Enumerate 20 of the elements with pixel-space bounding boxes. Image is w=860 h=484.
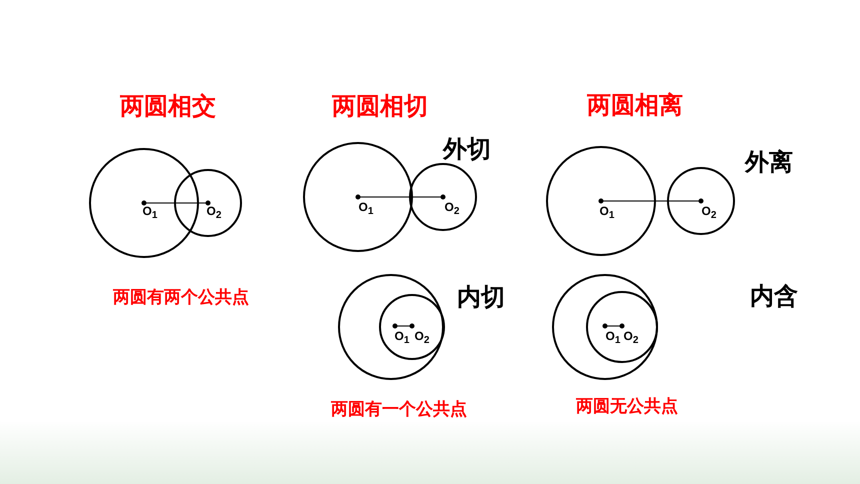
relation-label: 内切 [457,284,505,312]
note-text: 两圆无公共点 [576,398,678,416]
center-label: O$_{2}$ [444,200,460,218]
relation-label: 外离 [745,150,793,176]
center-label: O$_{2}$ [702,204,716,222]
center-label: O$_{1}$ [142,204,158,222]
heading: 两圆相离 [587,92,683,120]
relation-label: 外切 [443,136,491,164]
relation-label: 内含 [750,284,798,310]
center-label: O$_{1}$ [394,330,410,346]
center-label: O$_{2}$ [414,330,430,346]
center-label: O$_{1}$ [600,204,614,222]
center-label: O$_{1}$ [606,330,620,346]
note-text: 两圆有两个公共点 [113,288,249,308]
center-label: O$_{2}$ [624,330,638,346]
note-text: 两圆有一个公共点 [331,400,467,420]
heading: 两圆相切 [332,94,428,120]
center-label: O$_{2}$ [206,204,222,222]
center-label: O$_{1}$ [358,200,374,218]
heading: 两圆相交 [120,94,216,120]
